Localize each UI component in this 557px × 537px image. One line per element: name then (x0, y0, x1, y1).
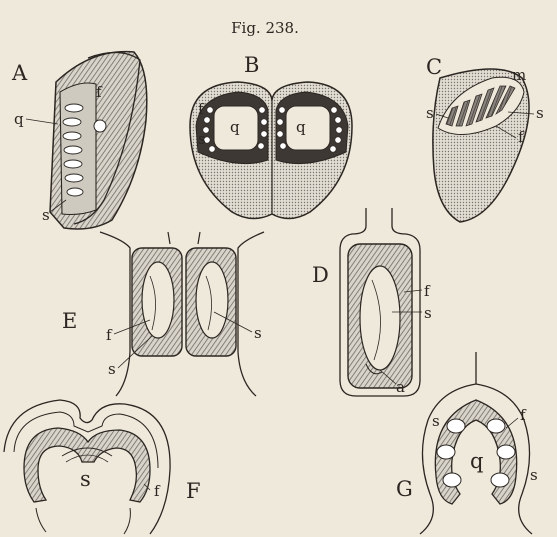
panel-g-part-s-right: s (530, 466, 538, 484)
panel-f-part-s: s (80, 467, 91, 491)
panel-d-part-a: a (396, 378, 405, 396)
panel-c-label: C (426, 55, 442, 79)
panel-c: C m s s f (426, 55, 544, 222)
panel-f-part-f: f (154, 482, 161, 500)
panel-a: A q f s (11, 52, 147, 229)
panel-d-part-s: s (424, 304, 432, 322)
panel-b-drawing (190, 82, 352, 219)
panel-b-part-q-left: q (230, 118, 240, 136)
panel-e-part-f: f (106, 326, 113, 344)
panel-e-label: E (62, 309, 77, 333)
panel-g-part-q: q (470, 449, 483, 473)
panel-d: D f s a (312, 208, 432, 396)
panel-g-part-f: f (520, 406, 527, 424)
panel-f-label: F (186, 479, 201, 503)
panel-b-part-s: s (198, 130, 206, 148)
panel-e: E f s s (62, 232, 264, 396)
panel-d-label: D (312, 263, 329, 287)
panel-c-drawing (433, 69, 529, 222)
panel-d-part-f: f (424, 282, 431, 300)
figure-title: Fig. 238. (231, 19, 299, 37)
panel-a-label: A (11, 61, 28, 85)
panel-b: B f s q q (190, 53, 352, 219)
panel-g: G s q f s (396, 352, 538, 534)
panel-c-part-m: m (512, 66, 526, 84)
panel-a-drawing (50, 52, 147, 229)
panel-b-part-q-right: q (296, 118, 306, 136)
panel-f: F s f (4, 400, 201, 534)
panel-e-drawing (100, 232, 264, 396)
panel-g-part-s-left: s (432, 412, 440, 430)
panel-g-label: G (396, 477, 413, 501)
panel-g-drawing (420, 352, 532, 534)
panel-e-part-s-right: s (254, 324, 262, 342)
panel-e-part-s-left: s (108, 360, 116, 378)
panel-c-part-s-right: s (536, 104, 544, 122)
panel-b-label: B (244, 53, 259, 77)
panel-a-part-q: q (14, 110, 24, 128)
panel-a-part-s: s (42, 206, 50, 224)
panel-d-drawing (340, 208, 420, 396)
panel-c-part-s-left: s (426, 104, 434, 122)
